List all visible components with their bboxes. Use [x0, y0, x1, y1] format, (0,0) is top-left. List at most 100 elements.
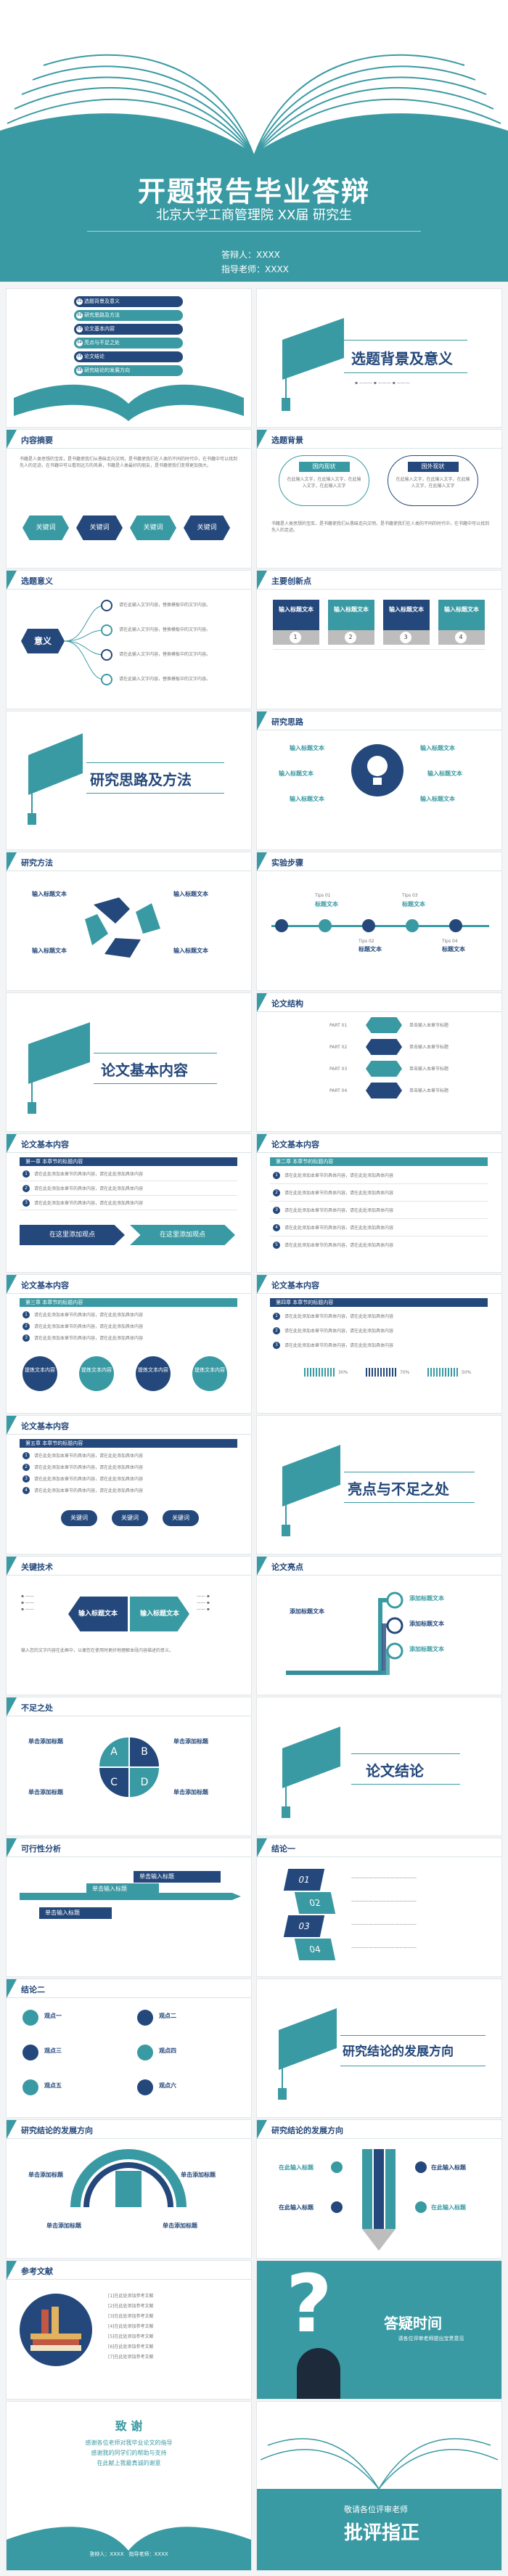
reference-item: [3]在此处添加参考文献 — [108, 2314, 154, 2319]
main-title: 开题报告毕业答辩 — [137, 176, 370, 208]
closing-slide: 敬请各位评审老师 批评指正 — [257, 2402, 501, 2570]
slide-header: 论文基本内容 — [257, 1275, 501, 1294]
steps-slide: 实验步骤 Tips 01 标题文本 Tips 03 标题文本 Tips 02 标… — [257, 852, 501, 990]
slide-header: 可行性分析 — [7, 1838, 251, 1857]
viewpoint-1: 观点一 — [44, 2013, 62, 2019]
slide-header: 论文结构 — [257, 993, 501, 1012]
highlight-label-1: 添加标题文本 — [409, 1595, 444, 1602]
feasibility-label-2: 单击输入标题 — [86, 1883, 159, 1895]
conclusion-tag-1: 01 — [283, 1869, 325, 1891]
approach-label-4: 输入标题文本 — [420, 745, 455, 751]
direction-label-3: 单击添加标题 — [46, 2222, 81, 2229]
structure-diamond — [366, 1017, 402, 1033]
content-slide-1: 论文基本内容 第一章 本章节的标题内容 1 请在此处添加本章节的具体内容，请在此… — [7, 1134, 251, 1272]
direction-label-6: 在此输入标题 — [279, 2204, 314, 2211]
row-divider — [270, 1218, 488, 1219]
slide-header: 关键技术 — [7, 1557, 251, 1576]
chapter-bar: 第一章 本章节的标题内容 — [20, 1157, 237, 1166]
conclusion-text: ——————————————— — [351, 1945, 417, 1950]
reference-item: [1]在此处添加参考文献 — [108, 2294, 154, 2299]
section-slide-4: 亮点与不足之处 — [257, 1416, 501, 1554]
domestic-box: 国内现状 在此输入文字，在此输入文字，在此输入文字，在此输入文字 — [279, 455, 369, 506]
foreign-box: 国外现状 在此输入文字，在此输入文字，在此输入文字，在此输入文字 — [388, 455, 478, 506]
toc-number-icon: 03 — [76, 326, 83, 333]
structure-label-1: 单击输入本章节标题 — [409, 1023, 449, 1028]
progress-bar-1 — [304, 1368, 336, 1377]
structure-label-3: 单击输入本章节标题 — [409, 1067, 449, 1072]
slide-header: 论文基本内容 — [257, 1134, 501, 1153]
progress-value-2: 70% — [400, 1370, 410, 1375]
feasibility-slide: 可行性分析 单击输入标题 单击输入标题 单击输入标题 — [7, 1838, 251, 1976]
content-row: 请在此处添加本章节的具体内容，请在此处添加具体内容 — [34, 1201, 144, 1206]
user-icon — [22, 2010, 38, 2026]
method-label-2: 输入标题文本 — [32, 947, 67, 954]
method-label-4: 输入标题文本 — [173, 947, 208, 954]
thanks-text: 感谢各位老师对我毕业论文的指导 感谢我的同学们的帮助与支持 在此献上我最真诚的谢… — [85, 2440, 173, 2466]
title-underline — [344, 340, 467, 341]
closing-line-2: 批评指正 — [344, 2522, 420, 2544]
graduation-cap-icon — [28, 1022, 90, 1114]
highlight-label-2: 添加标题文本 — [409, 1621, 444, 1627]
part-3: PART 03 — [329, 1067, 348, 1072]
content-row: 请在此处添加本章节的具体内容，请在此处添加具体内容 — [34, 1477, 144, 1482]
reference-item: [7]在此处添加参考文献 — [108, 2355, 154, 2360]
card-number: 3 — [400, 632, 411, 643]
content-row: 请在此处添加本章节的具体内容，请在此处添加具体内容 — [34, 1488, 144, 1493]
part-4: PART 04 — [329, 1088, 348, 1093]
title-underline — [86, 793, 224, 794]
tech-arrow-right: 输入标题文本 — [130, 1597, 189, 1631]
conclusion-text: ——————————————— — [351, 1922, 417, 1927]
chapter-bar: 第三章 本章节的标题内容 — [20, 1298, 237, 1307]
card-number: 1 — [290, 632, 301, 643]
slide-header: 主要创新点 — [257, 571, 501, 590]
innovation-card-4: 输入标题文本 — [438, 600, 485, 630]
conclusion-tag-4: 04 — [294, 1939, 336, 1960]
slide-header: 论文亮点 — [257, 1557, 501, 1576]
progress-value-3: 50% — [462, 1370, 472, 1375]
reference-item: [5]在此处添加参考文献 — [108, 2334, 154, 2339]
thanks-slide: 致 谢 感谢各位老师对我毕业论文的指导 感谢我的同学们的帮助与支持 在此献上我最… — [7, 2402, 251, 2570]
content-slide-3: 论文基本内容 第三章 本章节的标题内容 1 请在此处添加本章节的具体内容，请在此… — [7, 1275, 251, 1413]
slide-header: 论文基本内容 — [7, 1134, 251, 1153]
open-book-graphic — [7, 2527, 251, 2570]
toc-number-icon: 02 — [76, 312, 83, 319]
viewpoint-6: 观点六 — [159, 2082, 176, 2089]
significance-item-2: 请在此输入文字内容，替换模板中的文字内容。 — [119, 627, 211, 632]
user-icon — [137, 2010, 153, 2026]
title-underline — [340, 2035, 486, 2036]
timeline-node — [362, 919, 375, 932]
row-badge: 3 — [273, 1207, 280, 1214]
slide-header: 内容摘要 — [7, 430, 251, 449]
quadrant-d: D — [130, 1768, 159, 1797]
structure-label-2: 单击输入本章节标题 — [409, 1045, 449, 1050]
keyword-diamond-2: 关键词 — [76, 515, 123, 540]
section-slide-5: 论文结论 — [257, 1697, 501, 1835]
thanks-title: 致 谢 — [115, 2419, 143, 2433]
conclusion-tag-3: 03 — [283, 1915, 325, 1937]
methods-slide: 研究方法 输入标题文本 输入标题文本 输入标题文本 输入标题文本 — [7, 852, 251, 990]
significance-item-1: 请在此输入文字内容，替换模板中的文字内容。 — [119, 603, 211, 608]
open-book-graphic — [257, 2438, 501, 2570]
viewpoint-2: 观点二 — [159, 2013, 176, 2019]
tech-arrow-left: 输入标题文本 — [68, 1597, 128, 1631]
tech-text-left: ▪ ——▪ ——▪ —— — [21, 1594, 34, 1612]
conclusion-tag-2: 02 — [294, 1892, 336, 1914]
slide-header: 研究结论的发展方向 — [257, 2120, 501, 2139]
approach-label-1: 输入标题文本 — [290, 745, 324, 751]
approach-label-6: 输入标题文本 — [420, 796, 455, 802]
structure-diamond — [366, 1061, 402, 1077]
closing-line-1: 敬请各位评审老师 — [344, 2505, 408, 2514]
row-badge: 3 — [22, 1199, 30, 1207]
viewpoint-3: 观点三 — [44, 2047, 62, 2054]
slide-header: 结论二 — [7, 1979, 251, 1998]
card-text-area — [273, 649, 485, 685]
row-badge: 1 — [22, 1452, 30, 1459]
row-badge: 1 — [22, 1311, 30, 1318]
slide-header: 选题背景 — [257, 430, 501, 449]
